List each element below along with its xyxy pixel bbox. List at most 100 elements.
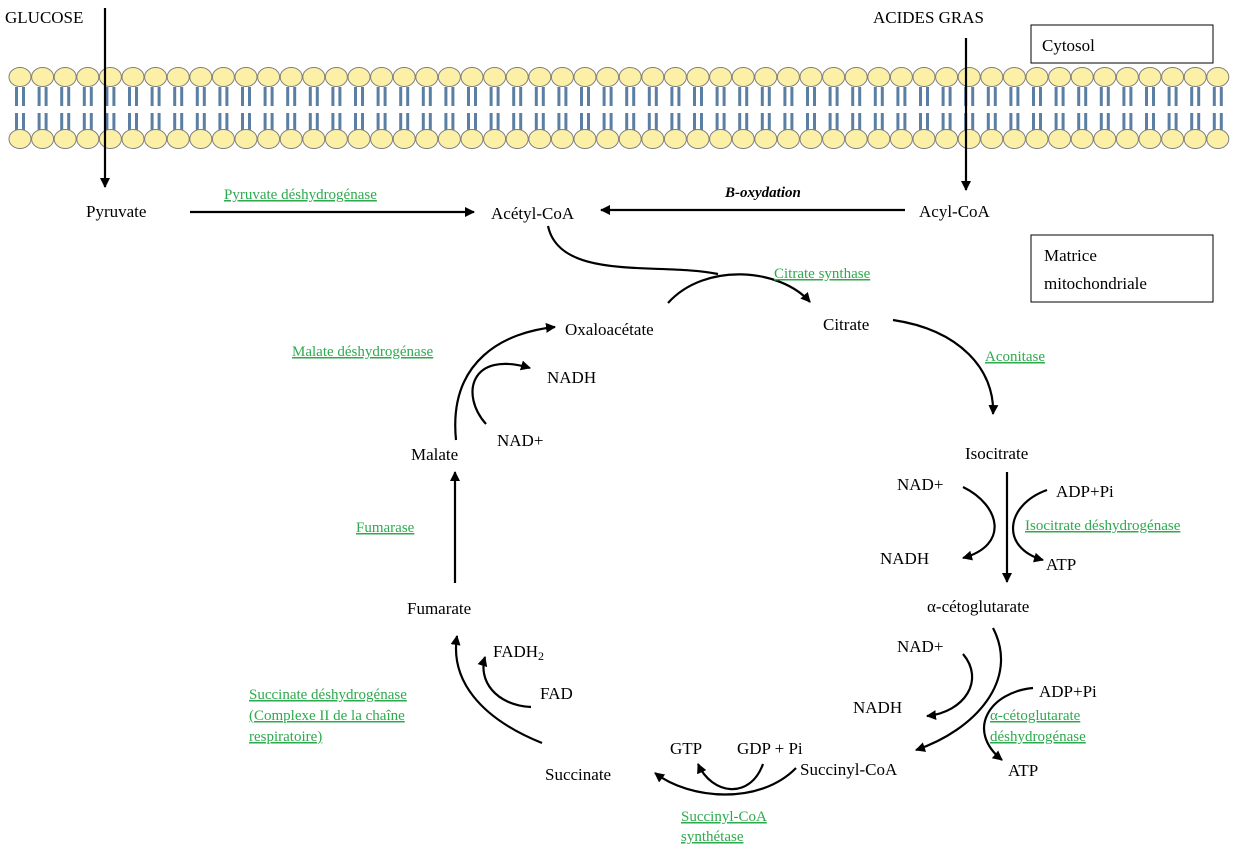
phospholipid (76, 67, 100, 149)
phospholipid (1183, 67, 1207, 149)
phospholipid (957, 67, 981, 149)
pyruvate-dehydrogenase-label: Pyruvate déshydrogénase (224, 187, 377, 203)
akg-nadh-label: NADH (853, 698, 902, 717)
phospholipid (1025, 67, 1049, 149)
gdp-label: GDP + Pi (737, 739, 803, 758)
oxaloacetate-label: Oxaloacétate (565, 320, 654, 339)
phospholipid (437, 67, 461, 149)
akg-atp-label: ATP (1008, 761, 1038, 780)
citrate-synthase-label: Citrate synthase (774, 266, 871, 282)
phospholipid (279, 67, 303, 149)
phospholipid (31, 67, 55, 149)
akg-to-succinylcoa-arrow (915, 627, 1003, 752)
phospholipid (302, 67, 326, 149)
gdp-to-gtp-arrow (696, 763, 765, 791)
phospholipid (1138, 67, 1162, 149)
succinate-label: Succinate (545, 765, 611, 784)
pyruvate-label: Pyruvate (86, 202, 146, 221)
phospholipid (822, 67, 846, 149)
phospholipid (98, 67, 122, 149)
matrix-label-line1: Matrice (1044, 246, 1097, 265)
phospholipid (460, 67, 484, 149)
phospholipid (1093, 67, 1117, 149)
phospholipid (1115, 67, 1139, 149)
akg-adp-to-atp-arrow (982, 686, 1034, 761)
phospholipid (415, 67, 439, 149)
phospholipid (505, 67, 529, 149)
aconitase-label: Aconitase (985, 349, 1045, 365)
succinyl-coa-synthetase-label-line1: Succinyl-CoA (681, 809, 767, 825)
citrate-label: Citrate (823, 315, 869, 334)
citrate-synthase-arrow (667, 273, 811, 304)
malate-to-oxaloacetate-arrow (454, 322, 556, 441)
phospholipid (776, 67, 800, 149)
succinyl-coa-synthetase-label-line2: synthétase (681, 829, 744, 845)
fadh2-label: FADH2 (493, 642, 544, 663)
phospholipid (1048, 67, 1072, 149)
phospholipid (144, 67, 168, 149)
phospholipid (912, 67, 936, 149)
succinyl-coa-label: Succinyl-CoA (800, 760, 898, 779)
isocitrate-adp-to-atp-arrow (1012, 488, 1048, 563)
isocitrate-label: Isocitrate (965, 444, 1028, 463)
succinate-dehydrogenase-label-line3: respiratoire) (249, 729, 322, 745)
phospholipid (166, 67, 190, 149)
phospholipid (528, 67, 552, 149)
phospholipid (370, 67, 394, 149)
phospholipid (257, 67, 281, 149)
isocitrate-nad-to-nadh-arrow (962, 486, 996, 561)
phospholipid (573, 67, 597, 149)
phospholipid (935, 67, 959, 149)
phospholipid (709, 67, 733, 149)
succinate-dehydrogenase-label-line1: Succinate déshydrogénase (249, 687, 407, 703)
phospholipid (641, 67, 665, 149)
cytosol-label: Cytosol (1042, 36, 1095, 55)
akg-dehydrogenase-label-line2: déshydrogénase (990, 729, 1086, 745)
aconitase-arrow (892, 318, 999, 415)
phospholipid (889, 67, 913, 149)
malate-dehydrogenase-label: Malate déshydrogénase (292, 344, 434, 360)
phospholipid (844, 67, 868, 149)
phospholipid (1206, 67, 1230, 149)
malate-label: Malate (411, 445, 458, 464)
phospholipid (731, 67, 755, 149)
alpha-ketoglutarate-label: α-cétoglutarate (927, 597, 1029, 616)
malate-nadh-label: NADH (547, 368, 596, 387)
phospholipid (8, 67, 32, 149)
fatty-acids-label: ACIDES GRAS (873, 8, 984, 27)
phospholipid (1161, 67, 1185, 149)
phospholipid (686, 67, 710, 149)
succinylcoa-to-succinate-arrow (654, 767, 797, 796)
gtp-label: GTP (670, 739, 702, 758)
acetylcoa-entry-curve (546, 225, 719, 276)
phospholipid (121, 67, 145, 149)
isocitrate-atp-label: ATP (1046, 555, 1076, 574)
phospholipid (663, 67, 687, 149)
acetyl-coa-label: Acétyl-CoA (491, 204, 575, 223)
akg-dehydrogenase-label-line1: α-cétoglutarate (990, 708, 1081, 724)
cytosol-box: Cytosol (1030, 24, 1214, 64)
phospholipid (596, 67, 620, 149)
phospholipid (754, 67, 778, 149)
succinate-dehydrogenase-label-line2: (Complexe II de la chaîne (249, 708, 405, 724)
phospholipid (867, 67, 891, 149)
phospholipid (53, 67, 77, 149)
phospholipid (211, 67, 235, 149)
isocitrate-adp-label: ADP+Pi (1056, 482, 1114, 501)
glucose-label: GLUCOSE (5, 8, 83, 27)
phospholipid (1002, 67, 1026, 149)
fumarase-label: Fumarase (356, 520, 415, 536)
phospholipid (799, 67, 823, 149)
phospholipid (392, 67, 416, 149)
akg-nad-to-nadh-arrow (926, 653, 974, 721)
akg-adp-label: ADP+Pi (1039, 682, 1097, 701)
succinate-to-fumarate-arrow (450, 635, 543, 745)
isocitrate-nadh-label: NADH (880, 549, 929, 568)
phospholipid (980, 67, 1004, 149)
phospholipid (550, 67, 574, 149)
mitochondrial-membrane (8, 67, 1230, 149)
phospholipid (189, 67, 213, 149)
fumarate-label: Fumarate (407, 599, 471, 618)
beta-oxidation-label: B-oxydation (724, 185, 801, 201)
